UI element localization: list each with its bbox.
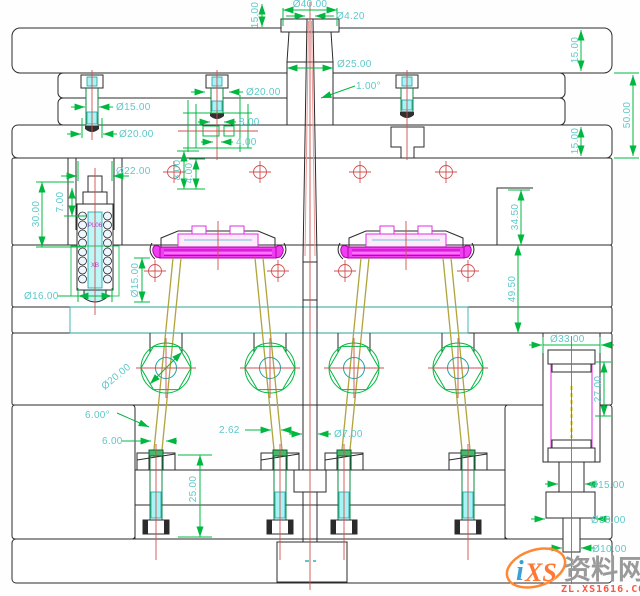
dim-dia10-label: Ø10.00 [592,544,627,555]
dim-15-right-mid-label: 15.00 [570,128,581,155]
dim-dia40-label: Ø40.00 [293,0,328,10]
dim-8-label: 8.00 [239,117,260,128]
dim-4950-label: 49.50 [507,276,518,303]
dimension-labels: Ø40.00 Ø4.20 15.00 Ø25.00 1.00° Ø15.00 Ø… [24,0,633,555]
dim-dia30-label: Ø30.00 [591,515,626,526]
dim-30-label: 30.00 [31,201,42,228]
dim-27-label: 27.00 [593,376,604,403]
dim-dia16-label: Ø16.00 [24,291,59,302]
dim-4-label: 4.00 [236,137,257,148]
watermark-ellipse [505,547,567,589]
watermark: i XS 资料网 ZL.XS1616.COM [505,547,640,595]
support-pillar [542,332,601,584]
dim-dia15-bolt1-label: Ø15.00 [116,102,151,113]
dim-7-label: 7.00 [55,192,66,213]
molded-part-right [337,221,475,270]
dim-dia20-bolt2-label: Ø20.00 [246,87,281,98]
cap-screw-top-left [80,70,104,140]
watermark-logo-i: i [516,556,524,587]
ejector-plate-bolts [142,444,482,560]
dim-angle1-label: 1.00° [356,81,381,92]
dimension-graphics [36,4,639,552]
dim-dia25-label: Ø25.00 [337,59,372,70]
watermark-site-url: ZL.XS1616.COM [561,584,640,595]
dim-25-label: 25.00 [188,476,199,503]
ejector-stroke-ghost [69,306,469,334]
watermark-logo-xs: XS [524,558,557,587]
dim-dia20-bolt1-label: Ø20.00 [119,129,154,140]
dim-6-label: 6.00 [102,436,123,447]
spring-coils [78,211,112,284]
dim-angle6-label: 6.00° [85,410,110,421]
plug-label-top: PL06 [88,223,103,229]
dim-8-vert-label: 8.00 [172,160,183,181]
cap-screw-top-middle [205,70,229,160]
dim-50-label: 50.00 [622,102,633,129]
dim-15-right-top-label: 15.00 [570,37,581,64]
molded-part-left [149,221,287,270]
keyhole-cutout [390,126,425,159]
stop-block [276,541,348,583]
dim-262-label: 2.62 [219,425,240,436]
watermark-site-name: 资料网 [564,555,640,585]
dim-dia33-label: Ø33.00 [550,334,585,345]
dim-dia22-label: Ø22.00 [116,166,151,177]
plug-label-bottom: XB [91,263,99,269]
cap-screw-top-right [395,70,419,160]
dim-dia15-pillar-label: Ø15.00 [590,480,625,491]
dim-dia7-label: Ø7.00 [334,429,363,440]
dim-dia15-left-label: Ø15.00 [130,263,141,298]
latch-mechanism-detail [178,95,258,152]
dim-dia420-label: Ø4.20 [336,11,365,22]
dim-4-vert-label: 4.00 [184,163,195,184]
dim-15-top-label: 15.00 [250,2,261,29]
crosshair-markers [144,161,479,282]
dim-3450-label: 34.50 [510,204,521,231]
